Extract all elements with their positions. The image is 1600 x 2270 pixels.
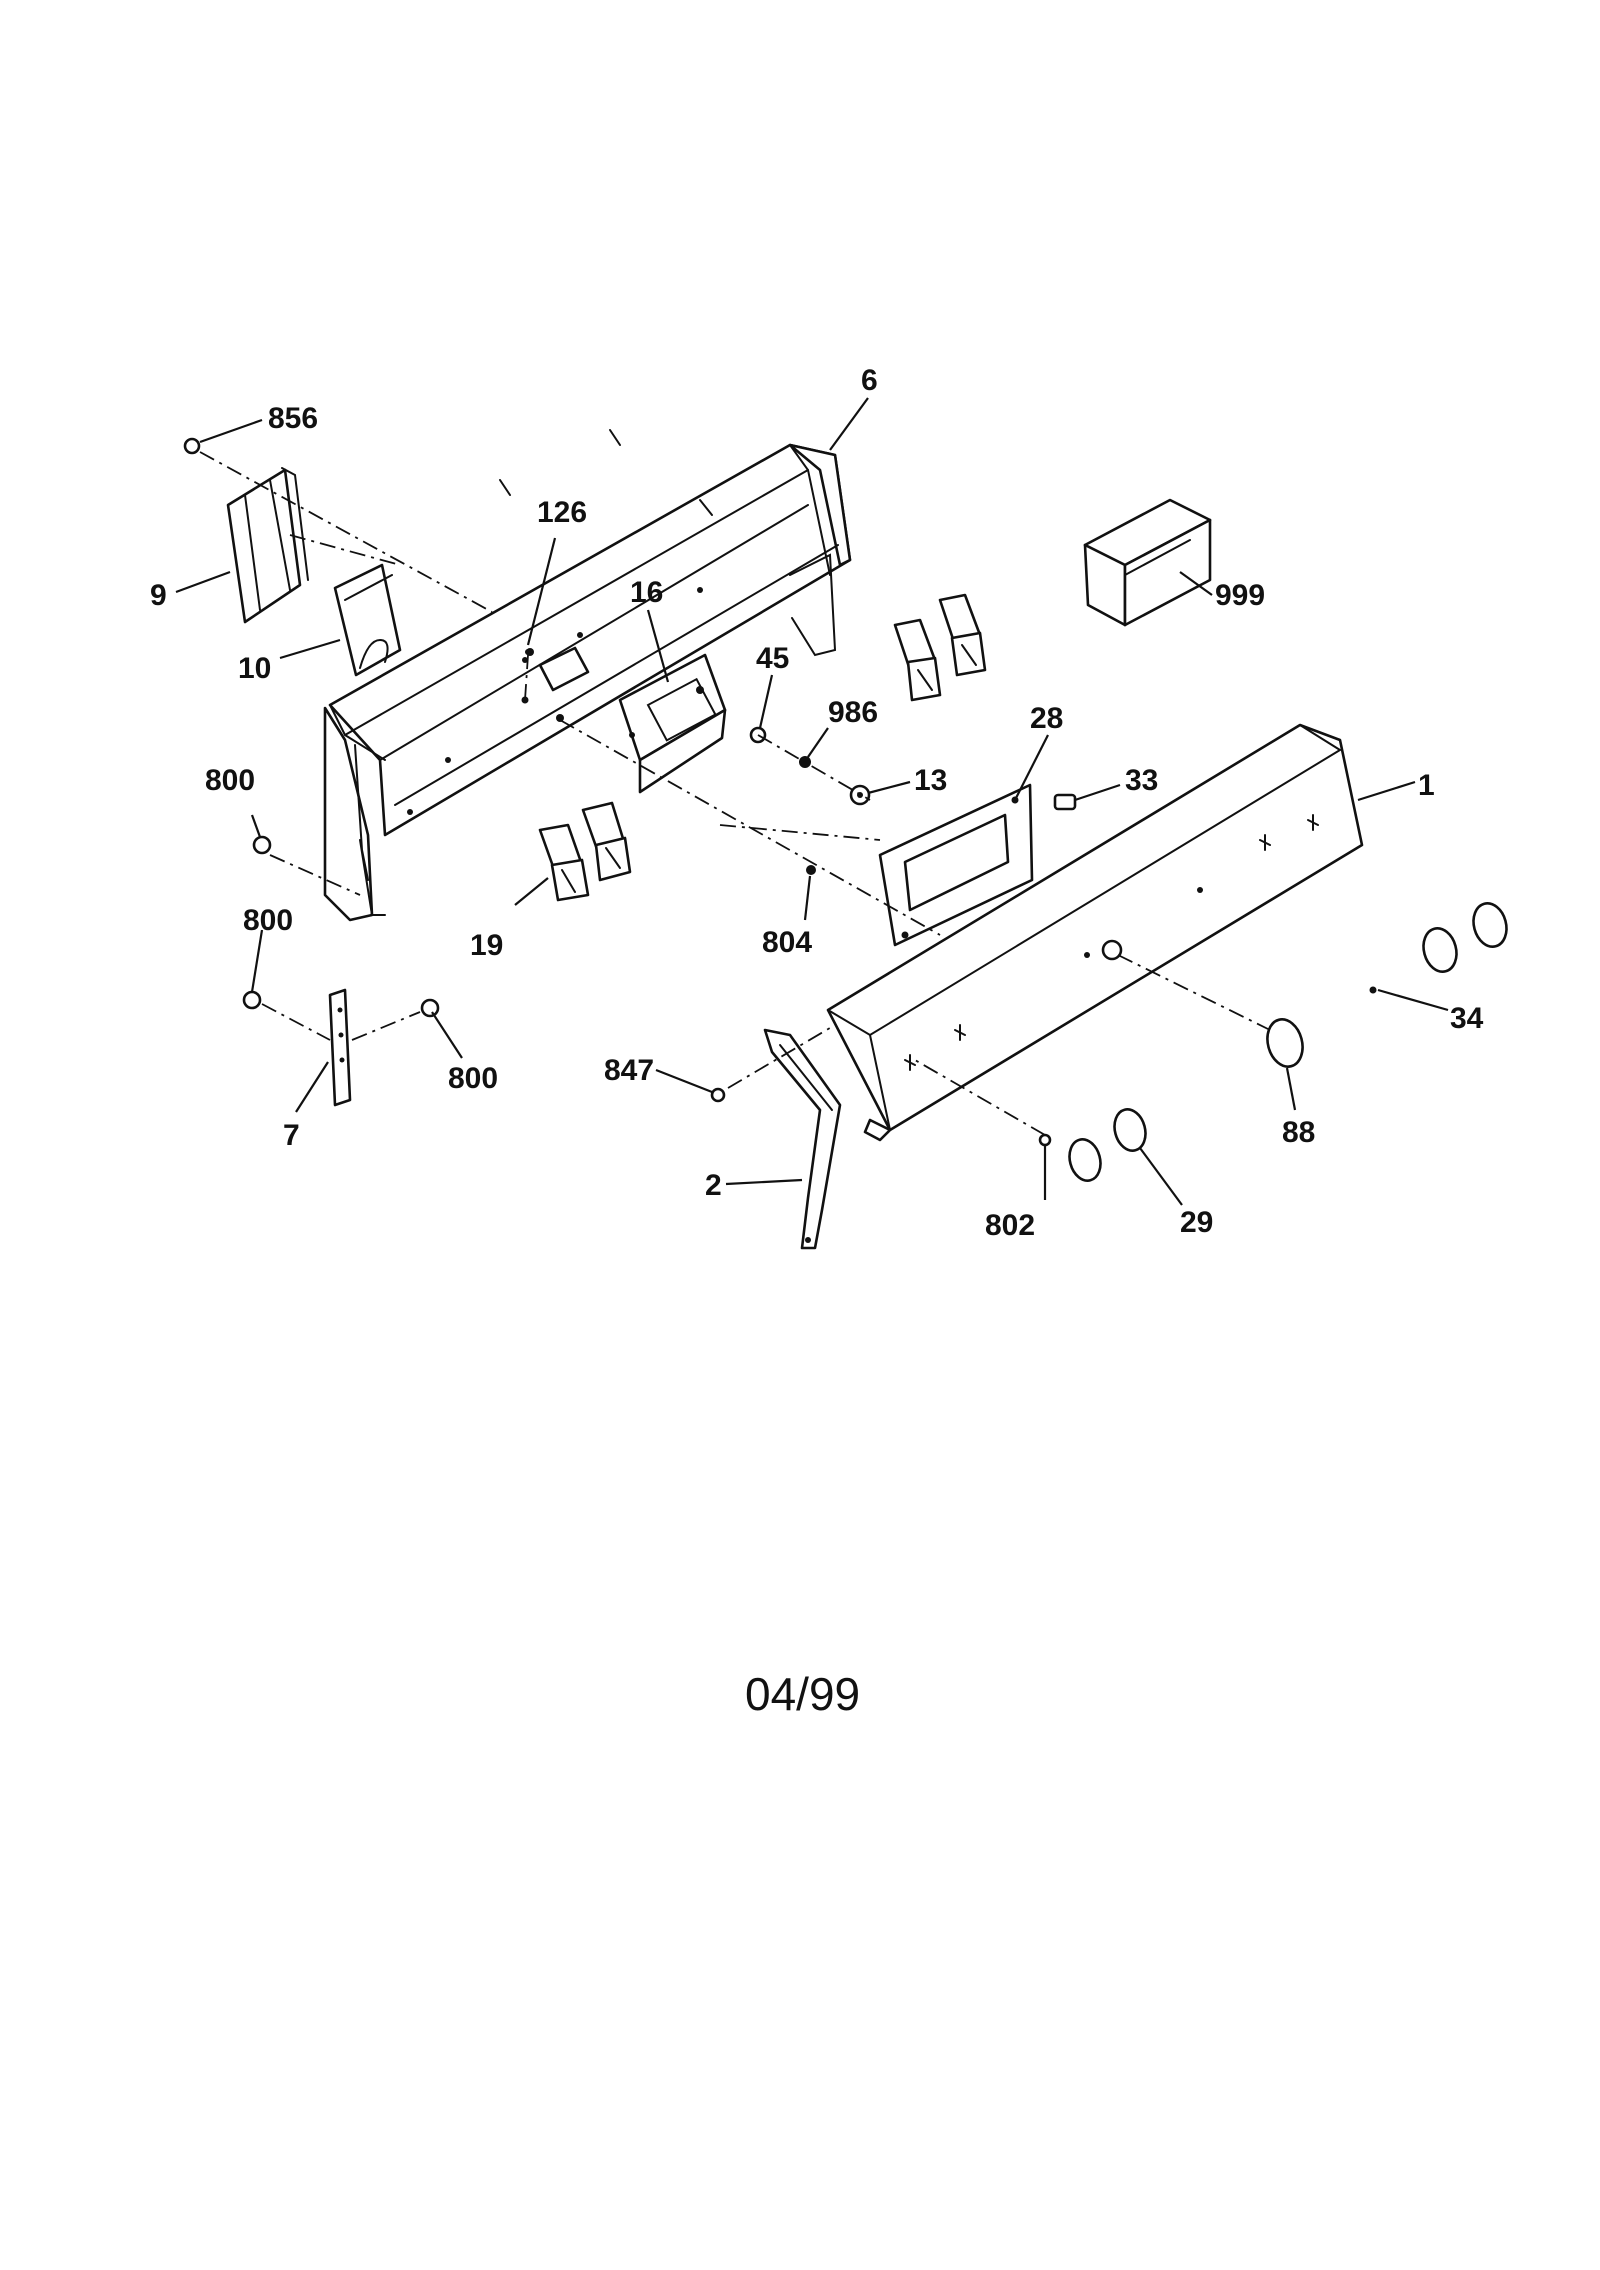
knob-29-pair: [1068, 1108, 1147, 1182]
callout-10: 10: [238, 652, 271, 685]
knob-34-pair: [1422, 902, 1508, 973]
callout-2: 2: [705, 1169, 722, 1202]
callout-16: 16: [630, 576, 663, 609]
callout-856: 856: [268, 402, 318, 435]
callout-29: 29: [1180, 1206, 1213, 1239]
hardware: [183, 437, 1377, 1147]
callout-9: 9: [150, 579, 167, 612]
callout-13: 13: [914, 764, 947, 797]
control-panel: [826, 723, 1364, 1142]
callout-802: 802: [985, 1209, 1035, 1242]
callout-88: 88: [1282, 1116, 1315, 1149]
screw-34-icon: [1369, 986, 1377, 994]
carton-box: [1083, 498, 1212, 627]
end-bracket: [763, 1028, 842, 1250]
callout-999: 999: [1215, 579, 1265, 612]
screw-126-icon: [525, 649, 531, 655]
callout-1: 1: [1418, 769, 1435, 802]
infinite-switch-pair: [538, 801, 632, 902]
clip-33-icon: [1053, 793, 1077, 811]
callout-126: 126: [537, 496, 587, 529]
revision-date: 04/99: [745, 1668, 860, 1720]
assembly-lines: [199, 451, 1271, 1136]
screw-856-icon: [183, 437, 201, 455]
callout-986: 986: [828, 696, 878, 729]
leader-lines: [175, 397, 1449, 1206]
callout-7: 7: [283, 1119, 300, 1152]
screw-800-icon: [242, 990, 262, 1010]
oven-control: [618, 653, 727, 794]
rear-console-housing: [323, 429, 852, 922]
callout-labels: 856 6 126 9 10 16 45 986 999 28 33 13 1 …: [150, 364, 1484, 1242]
screw-800-icon: [252, 835, 272, 855]
callout-6: 6: [861, 364, 878, 397]
center-bracket: [333, 563, 402, 677]
infinite-switch-rear-pair: [893, 593, 987, 702]
callout-804: 804: [762, 926, 812, 959]
callout-800: 800: [205, 764, 255, 797]
callout-19: 19: [470, 929, 503, 962]
callout-34: 34: [1450, 1002, 1484, 1035]
knob-88: [1266, 1018, 1304, 1068]
callout-28: 28: [1030, 702, 1063, 735]
screw-847-icon: [710, 1087, 726, 1103]
screw-800-icon: [420, 998, 440, 1018]
callout-847: 847: [604, 1054, 654, 1087]
callout-33: 33: [1125, 764, 1158, 797]
screw-804-icon: [806, 865, 816, 875]
small-bracket: [328, 988, 352, 1107]
callout-800: 800: [243, 904, 293, 937]
left-bracket: [226, 467, 309, 624]
callout-45: 45: [756, 642, 789, 675]
callout-800: 800: [448, 1062, 498, 1095]
screw-802-icon: [1038, 1133, 1052, 1147]
